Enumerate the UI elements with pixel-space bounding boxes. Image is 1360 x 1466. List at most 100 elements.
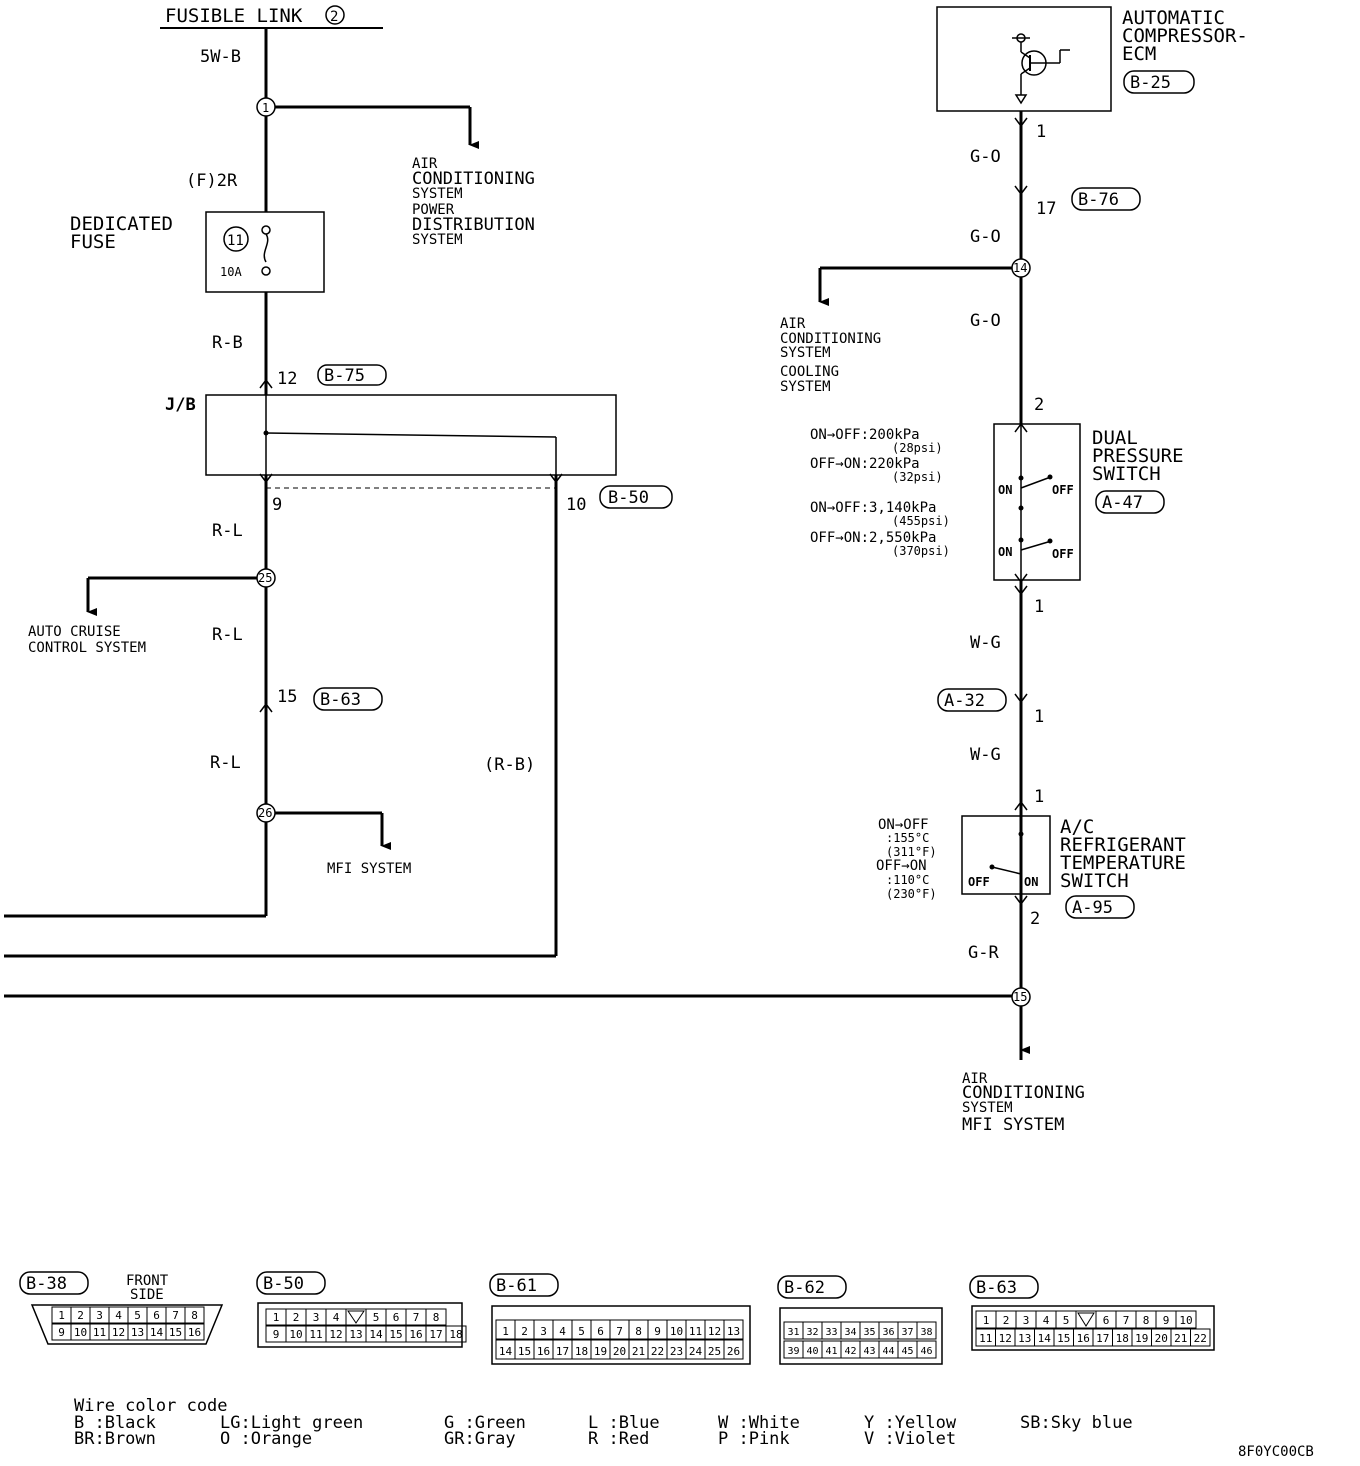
front-side-1: FRONT xyxy=(126,1273,169,1289)
connector-pin-number: 3 xyxy=(313,1311,320,1324)
connector-pin-number: 12 xyxy=(999,1332,1012,1345)
connector-pin-number: 3 xyxy=(1023,1314,1030,1327)
ac-cooling-line: SYSTEM xyxy=(780,345,831,361)
connector-pin-number: 10 xyxy=(74,1326,87,1339)
wire-rb-label: R-B xyxy=(212,333,243,353)
pressure-spec: OFF→ON:220kPa xyxy=(810,456,920,472)
connector-pin-number: 1 xyxy=(273,1311,280,1324)
b61-shell xyxy=(491,1305,751,1365)
connector-pin-number: 13 xyxy=(131,1326,144,1339)
connector-pin-number: 38 xyxy=(920,1327,932,1338)
connector-pin-number: 18 xyxy=(449,1328,462,1341)
connector-pin-number: 15 xyxy=(518,1345,531,1358)
pin-1: 1 xyxy=(1034,597,1044,617)
connector-pin-number: 37 xyxy=(901,1327,913,1338)
dps-label-3: SWITCH xyxy=(1092,463,1161,485)
b50-badge xyxy=(256,1271,326,1295)
connector-pin-number: 3 xyxy=(540,1325,547,1338)
switch-off-label: OFF xyxy=(1052,547,1074,561)
ac-power-line: SYSTEM xyxy=(412,186,463,202)
connector-key-icon xyxy=(347,1310,365,1324)
connector-pin-number: 6 xyxy=(393,1311,400,1324)
connector-pin-number: 39 xyxy=(787,1346,799,1357)
connector-pin-number: 4 xyxy=(115,1309,122,1322)
connector-pin-number: 26 xyxy=(727,1345,740,1358)
b38-shell xyxy=(30,1304,224,1345)
b50-label: B-50 xyxy=(263,1274,304,1294)
connector-pin-number: 6 xyxy=(1103,1314,1110,1327)
connector-a47: A-47 xyxy=(1102,493,1143,513)
legend-item: BR:Brown xyxy=(74,1429,156,1449)
connector-a32: A-32 xyxy=(944,691,985,711)
temp-spec: (230°F) xyxy=(886,887,937,901)
connector-pin-number: 17 xyxy=(1096,1332,1109,1345)
connector-pin-number: 1 xyxy=(58,1309,65,1322)
connector-pin-number: 4 xyxy=(1043,1314,1050,1327)
temp-switch-box xyxy=(961,815,1051,895)
connector-pin-number: 16 xyxy=(409,1328,422,1341)
connector-pin-number: 44 xyxy=(882,1346,894,1357)
pin-1: 1 xyxy=(1034,707,1044,727)
ac-cooling-line: CONDITIONING xyxy=(780,331,881,347)
connector-pin-number: 1 xyxy=(502,1325,509,1338)
connector-pin-number: 1 xyxy=(983,1314,990,1327)
wire-rl-label: R-L xyxy=(212,625,243,645)
wire-rb-paren-label: (R-B) xyxy=(484,755,535,775)
connector-pin-number: 17 xyxy=(429,1328,442,1341)
wire-go-label: G-O xyxy=(970,311,1001,331)
connector-pin-number: 9 xyxy=(58,1326,65,1339)
connector-a95: A-95 xyxy=(1072,898,1113,918)
connector-b63: B-63 xyxy=(320,690,361,710)
connector-pin-number: 3 xyxy=(96,1309,103,1322)
connector-pin-number: 16 xyxy=(537,1345,550,1358)
ac-power-line: SYSTEM xyxy=(412,232,463,248)
connector-pin-number: 34 xyxy=(844,1327,856,1338)
connector-pin-number: 5 xyxy=(134,1309,141,1322)
b50-shell xyxy=(257,1302,463,1348)
fuse-element-icon xyxy=(263,233,269,263)
connector-pin-number: 22 xyxy=(1194,1332,1207,1345)
switch-contact xyxy=(1047,474,1053,480)
connector-pin-number: 2 xyxy=(1003,1314,1010,1327)
b62-shell xyxy=(779,1307,943,1365)
connector-pin-number: 13 xyxy=(349,1328,362,1341)
connector-a32-badge xyxy=(937,688,1007,712)
connector-pin-number: 11 xyxy=(93,1326,106,1339)
connector-pin-number: 20 xyxy=(1155,1332,1168,1345)
connector-pin-number: 7 xyxy=(616,1325,623,1338)
connector-pin-number: 40 xyxy=(806,1346,818,1357)
connector-pin-number: 25 xyxy=(708,1345,721,1358)
legend-title: Wire color code xyxy=(74,1396,228,1416)
connector-pin-number: 45 xyxy=(901,1346,913,1357)
connector-pin-number: 9 xyxy=(1163,1314,1170,1327)
ac-power-line: CONDITIONING xyxy=(412,169,535,189)
pressure-spec: (28psi) xyxy=(892,441,943,455)
ac-power-line: DISTRIBUTION xyxy=(412,215,535,235)
connector-mark xyxy=(1014,800,1028,811)
dps-label-2: PRESSURE xyxy=(1092,445,1184,467)
switch-contact xyxy=(1018,831,1024,837)
connector-pin-number: 4 xyxy=(559,1325,566,1338)
diagram-code: 8F0YC00CB xyxy=(1238,1444,1314,1460)
temp-switch-off: OFF xyxy=(968,875,990,889)
connector-pin-number: 24 xyxy=(689,1345,703,1358)
connector-pin-number: 17 xyxy=(556,1345,569,1358)
connector-pin-number: 2 xyxy=(293,1311,300,1324)
switch-contact xyxy=(1018,537,1024,543)
connector-pin-number: 12 xyxy=(329,1328,342,1341)
compressor-ecm-box xyxy=(936,6,1112,112)
fuse-label-1: DEDICATED xyxy=(70,213,173,235)
switch-blade xyxy=(1020,477,1049,489)
connector-pin-number: 11 xyxy=(309,1328,322,1341)
connector-b76-badge xyxy=(1071,187,1141,211)
transistor-icon xyxy=(1012,33,1070,105)
mfi-label: MFI SYSTEM xyxy=(327,861,411,877)
b38-label: B-38 xyxy=(26,1274,67,1294)
connector-pin-cell xyxy=(184,1323,205,1341)
temp-specs: ON→OFF :155°C (311°F) OFF→ON :110°C (230… xyxy=(876,817,937,901)
fusible-link-number-circle xyxy=(325,5,345,25)
connector-pin-number: 15 xyxy=(1057,1332,1070,1345)
